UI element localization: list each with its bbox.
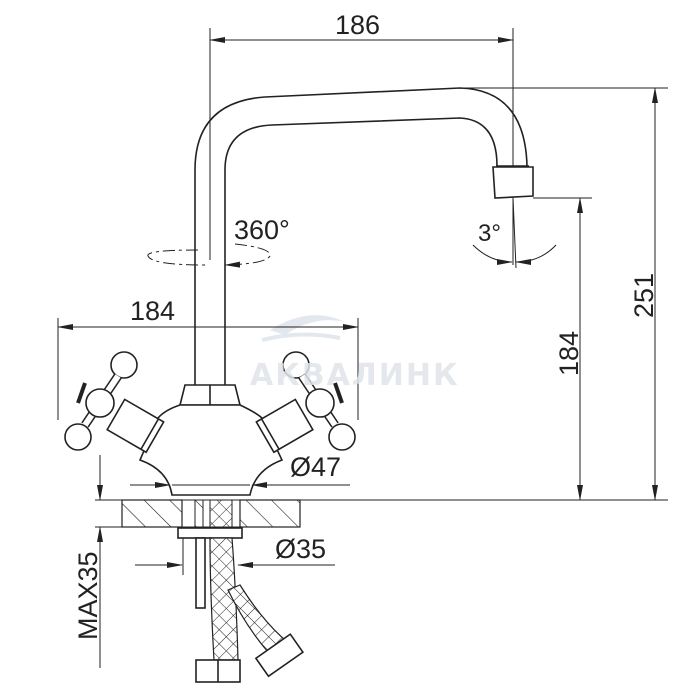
left-handle <box>64 351 165 454</box>
dim-label-184-horizontal: 184 <box>130 296 175 326</box>
supply-hoses <box>195 537 305 683</box>
dim-label-186: 186 <box>335 10 380 40</box>
tilt-indicator: 3° <box>472 197 557 269</box>
spout <box>194 87 534 385</box>
dimension-heights: 251 184 <box>360 87 668 501</box>
dimension-spout-reach: 186 <box>209 10 514 265</box>
dim-label-360: 360° <box>234 215 290 245</box>
faucet-body <box>138 384 284 496</box>
dimension-handle-span: 184 <box>57 296 359 420</box>
dim-label-251: 251 <box>629 273 659 318</box>
dim-label-max35: MAX35 <box>73 551 103 640</box>
dim-label-184-vertical: 184 <box>554 331 584 376</box>
countertop-section <box>95 499 360 539</box>
dimension-max-thickness: MAX35 <box>73 455 103 668</box>
dimension-base-diameter: Ø47 <box>130 452 350 488</box>
watermark-text: АКВАЛИНК <box>250 358 459 393</box>
dimension-hole-diameter: Ø35 <box>135 534 335 575</box>
right-handle <box>255 351 356 454</box>
rotation-indicator: 360° <box>147 215 290 268</box>
dim-label-d35: Ø35 <box>275 534 326 564</box>
dim-label-d47: Ø47 <box>290 452 341 482</box>
watermark-logo <box>261 315 345 342</box>
dim-label-3deg: 3° <box>478 220 501 247</box>
